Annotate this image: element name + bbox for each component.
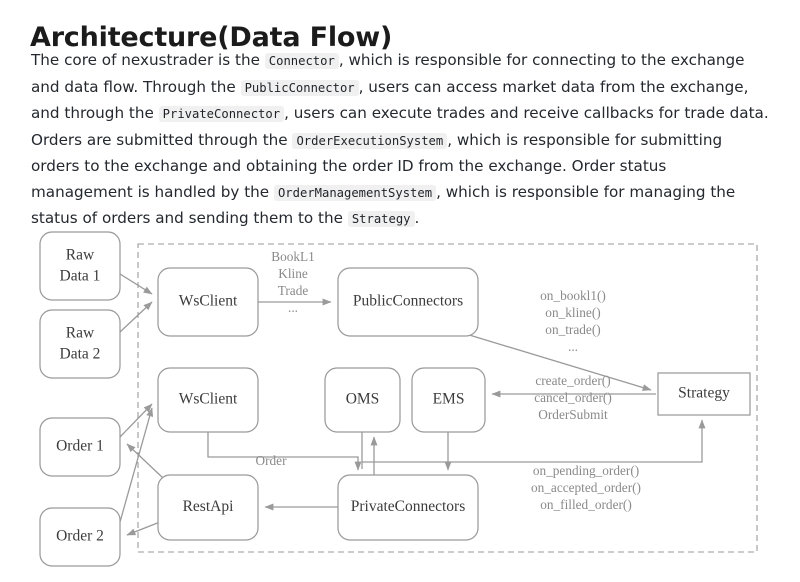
edges <box>119 273 706 536</box>
edge-restapi-to-order1 <box>126 443 164 479</box>
node-restapi[interactable]: RestApi <box>157 474 259 541</box>
node-label: Raw <box>66 325 95 342</box>
node-label-line2: Data 1 <box>60 268 101 285</box>
node-label: RestApi <box>183 498 235 515</box>
para-text-7: . <box>414 209 420 227</box>
node-ems[interactable]: EMS <box>411 367 486 433</box>
edge-label-order-callbacks: on_pending_order() on_accepted_order() on_… <box>531 463 641 512</box>
edge-label-line: cancel_order() <box>534 390 612 405</box>
edge-wsclient-bottom-to-privateconnectors <box>207 432 362 471</box>
para-text-3: , users can access market data from the … <box>31 77 749 123</box>
node-shape <box>337 267 479 337</box>
edge-rawdata1-to-wsclient-top <box>119 273 153 295</box>
node-strategy[interactable]: Strategy <box>657 372 751 416</box>
node-label: WsClient <box>179 293 238 310</box>
para-text-5: , which is responsible for submitting or… <box>31 130 723 201</box>
edge-label-market-data-stream: BookL1KlineTrade... <box>271 249 315 315</box>
node-label: Raw <box>66 247 95 264</box>
edge-label-line: create_order() <box>535 373 610 388</box>
intro-paragraph: The core of nexustrader is the Connector… <box>31 48 771 233</box>
node-label: OMS <box>346 391 380 408</box>
edge-label-line: on_bookl1() <box>540 288 606 303</box>
node-shape <box>39 507 121 567</box>
edge-label-line: OrderSubmit <box>538 407 608 422</box>
node-label: WsClient <box>179 391 238 408</box>
edge-restapi-to-order2 <box>126 521 161 536</box>
node-order2[interactable]: Order 2 <box>39 507 121 567</box>
code-private-connector: PrivateConnector <box>158 106 285 122</box>
edge-publicconnectors-to-strategy <box>465 333 652 391</box>
node-shape <box>657 372 751 416</box>
edge-label-order-commands: create_order() cancel_order() OrderSubmit <box>534 373 612 422</box>
para-text-6: , which is responsible for managing the … <box>31 182 736 228</box>
edge-label-line: on_filled_order() <box>540 497 632 512</box>
edge-label-line: ... <box>568 339 578 354</box>
edge-label-line: Trade <box>278 283 309 298</box>
edge-order2-to-wsclient-bottom <box>119 407 154 523</box>
node-label: PublicConnectors <box>353 293 463 310</box>
code-order-management-system: OrderManagementSystem <box>273 184 437 201</box>
edge-privateconnectors-to-strategy <box>362 419 706 463</box>
node-privateconnectors[interactable]: PrivateConnectors <box>337 474 479 541</box>
node-publicconnectors[interactable]: PublicConnectors <box>337 267 479 337</box>
edge-label-order-flow: Order <box>255 453 287 468</box>
edge-order1-to-wsclient-bottom <box>119 403 153 438</box>
node-label: PrivateConnectors <box>351 498 466 515</box>
node-shape <box>157 474 259 541</box>
code-public-connector: PublicConnector <box>240 79 359 96</box>
edge-rawdata2-to-wsclient-top <box>119 301 153 333</box>
node-shape <box>157 367 259 433</box>
edge-label-line: BookL1 <box>271 249 315 264</box>
node-shape <box>411 367 486 433</box>
node-oms[interactable]: OMS <box>324 367 401 433</box>
edge-label-line: on_pending_order() <box>533 463 639 478</box>
node-wsclient_top[interactable]: WsClient <box>157 267 259 337</box>
edge-label-line: on_accepted_order() <box>531 480 641 495</box>
code-connector: Connector <box>264 53 339 69</box>
node-shape <box>39 417 121 477</box>
node-label: Order 1 <box>56 438 104 455</box>
node-order1[interactable]: Order 1 <box>39 417 121 477</box>
node-shape <box>324 367 401 433</box>
para-text-2: , which is responsible for connecting to… <box>31 51 745 96</box>
edge-label-line: ... <box>288 300 298 315</box>
node-label: Order 2 <box>56 528 104 545</box>
edge-label-line: Order <box>255 453 287 468</box>
edge-label-line: on_trade() <box>545 322 600 337</box>
edge-label-line: Kline <box>278 266 308 281</box>
edge-label-line: on_kline() <box>545 305 600 320</box>
node-shape <box>157 267 259 337</box>
node-shape <box>39 309 121 379</box>
edge-label-public-callbacks: on_bookl1() on_kline() on_trade()... <box>540 288 606 354</box>
node-shape <box>337 474 479 541</box>
node-wsclient_bottom[interactable]: WsClient <box>157 367 259 433</box>
node-shape <box>39 231 121 301</box>
page-title: Architecture(Data Flow) <box>30 22 393 54</box>
system-boundary <box>137 243 758 553</box>
node-label: Strategy <box>678 385 730 402</box>
para-text-4: , users can execute trades and receive c… <box>31 104 769 149</box>
code-order-execution-system: OrderExecutionSystem <box>292 132 448 149</box>
para-text-1: The core of nexustrader is the <box>31 51 265 69</box>
node-label-line2: Data 2 <box>60 346 101 363</box>
code-strategy: Strategy <box>347 211 415 227</box>
node-label: EMS <box>433 391 465 408</box>
